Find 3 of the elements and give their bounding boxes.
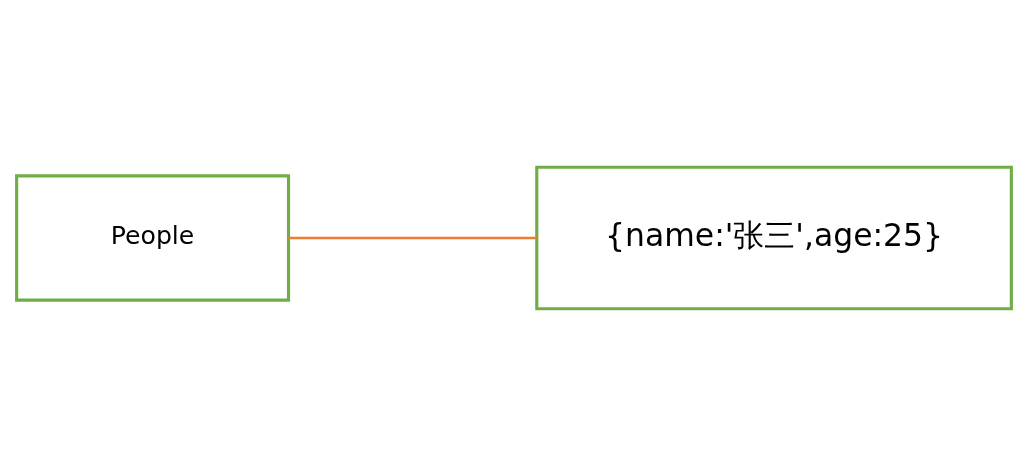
node-box: {name:'张三',age:25} [535,165,1013,311]
connector [288,236,537,240]
node-box: People [15,174,291,302]
